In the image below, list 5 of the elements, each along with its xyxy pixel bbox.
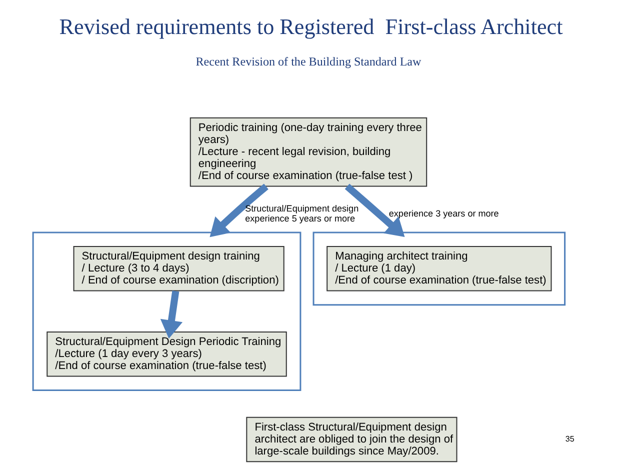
label: Recent Revision of the Building Standard Law: [196, 54, 422, 69]
diagram-title: Revised requirements to Registered First-class Architect: [59, 14, 563, 40]
edge-label: Structural/Equipment design experience 5 years or more: [245, 204, 359, 224]
label: 35: [565, 434, 574, 444]
edge-label: experience 3 years or more: [388, 208, 499, 219]
